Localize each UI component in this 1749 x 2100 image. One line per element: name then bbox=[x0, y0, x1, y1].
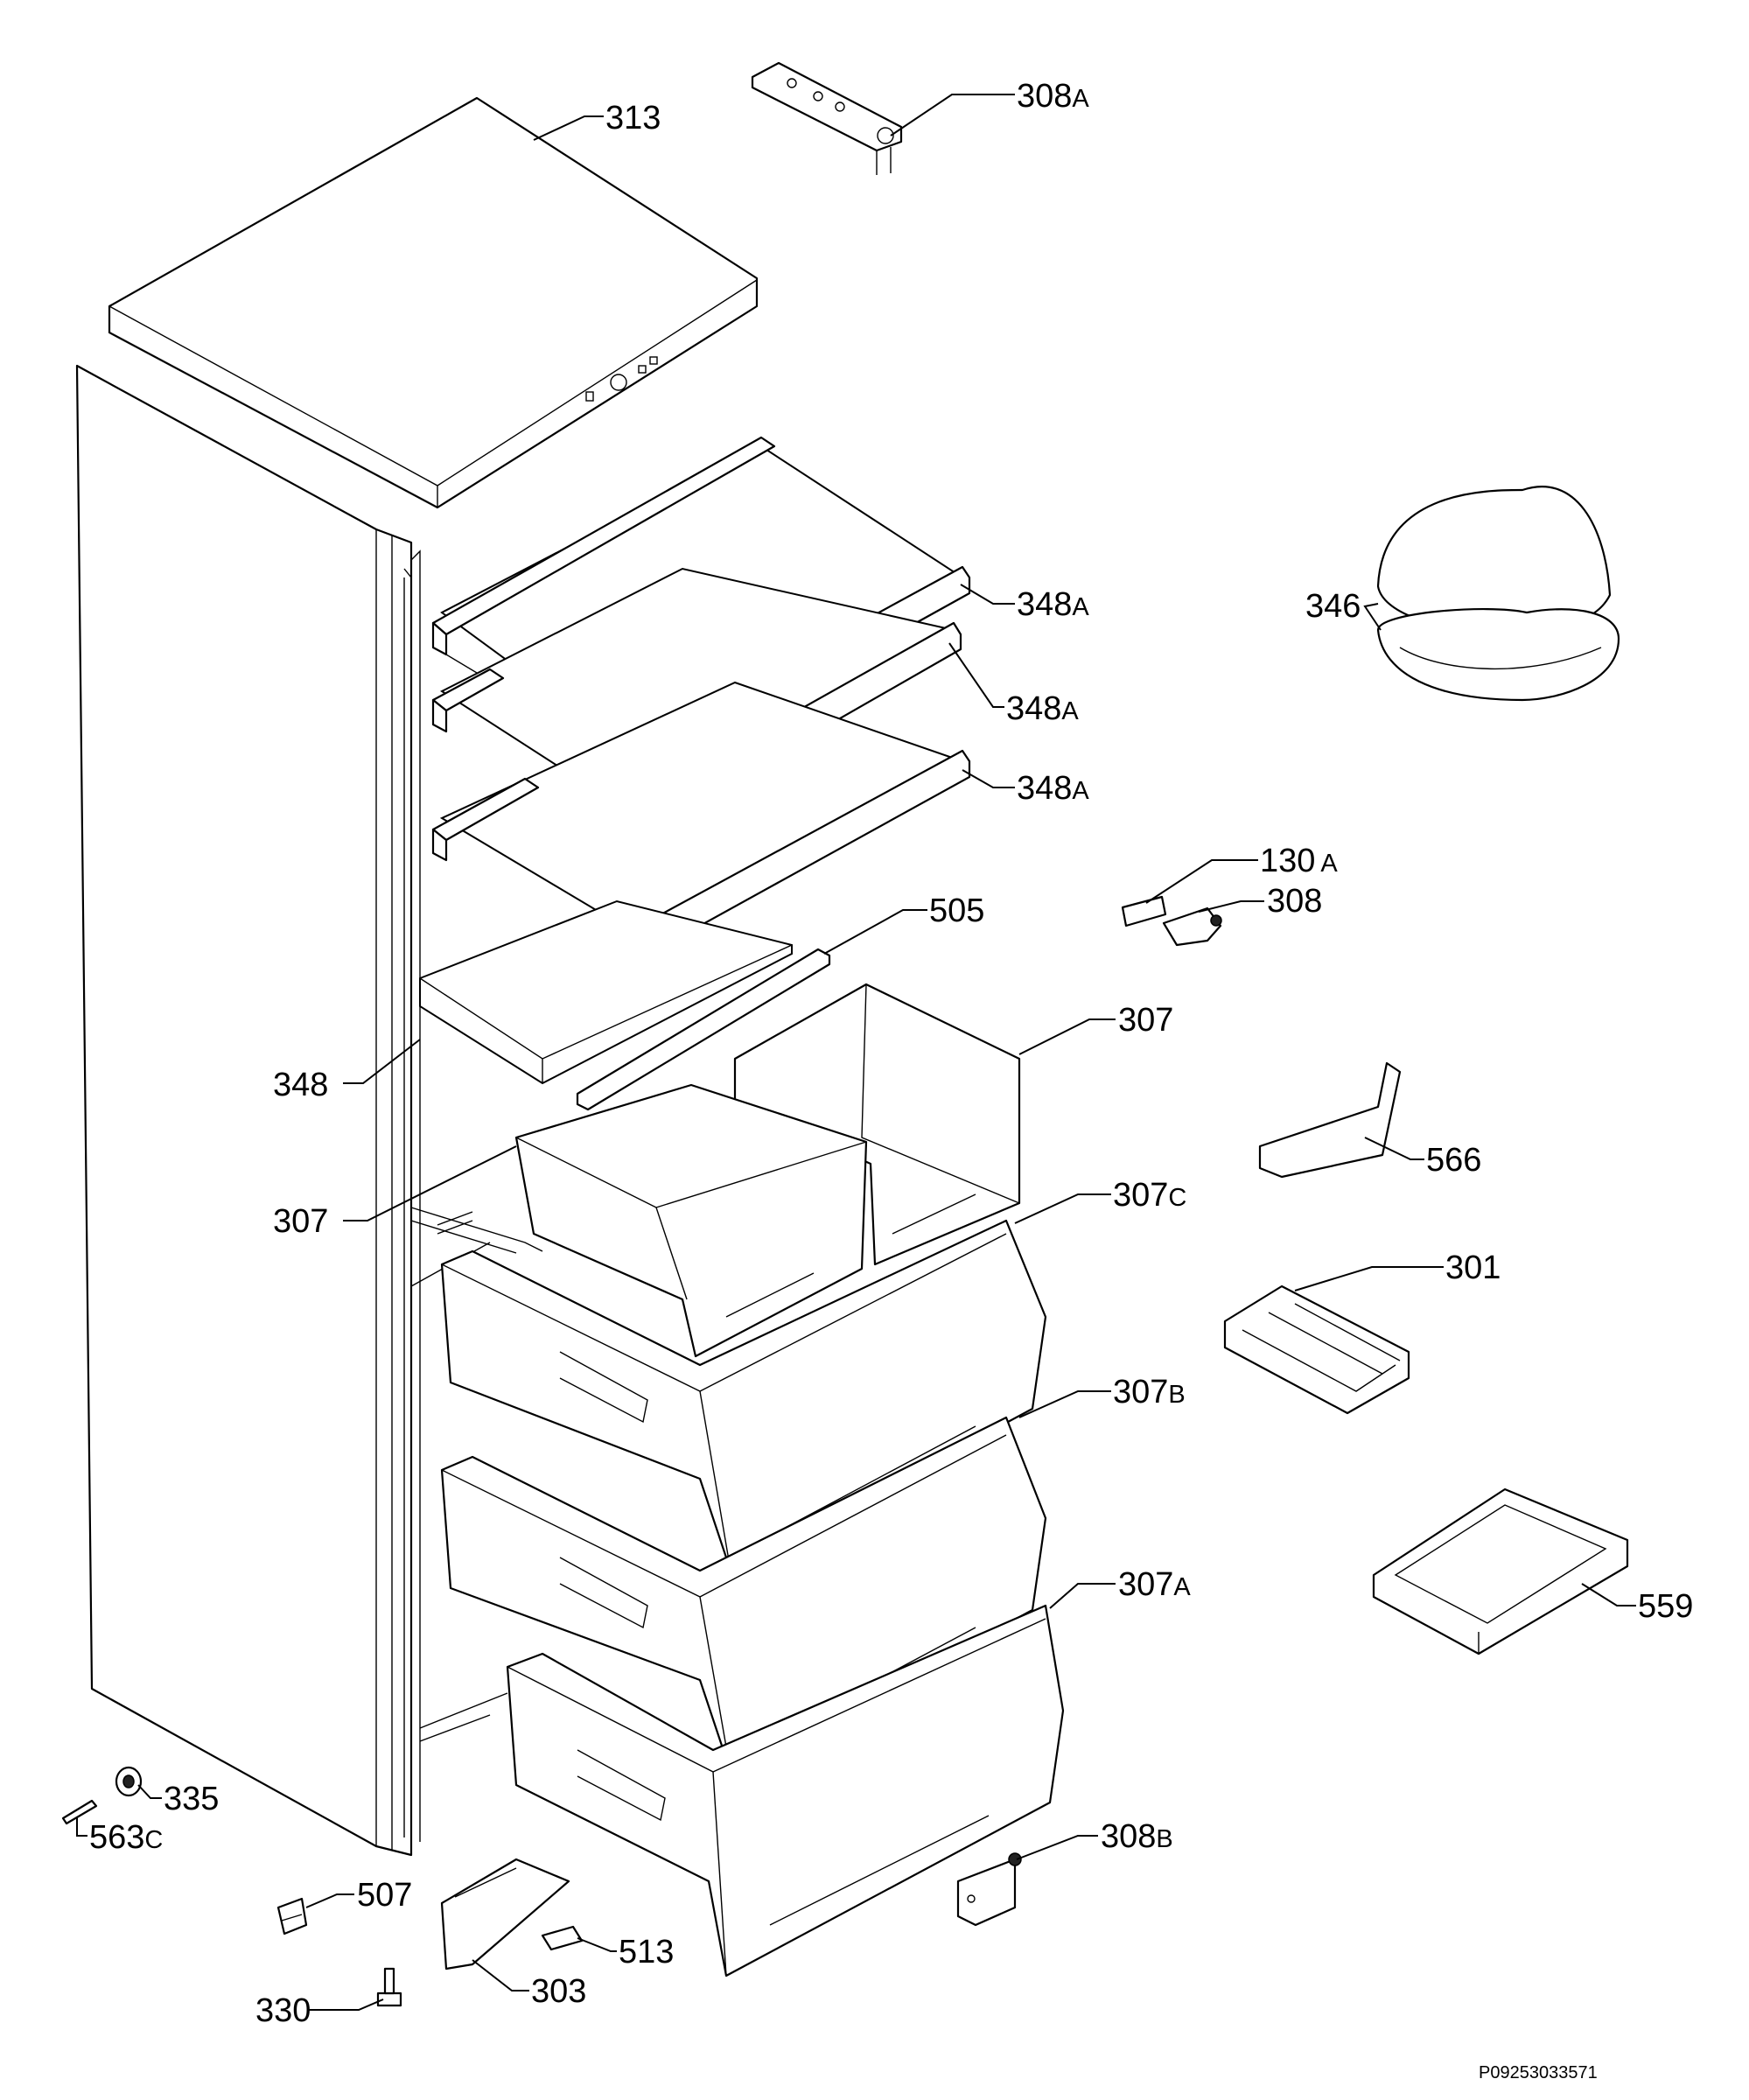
leader-346 bbox=[1363, 603, 1382, 631]
ice-tray-301 bbox=[1223, 1284, 1410, 1415]
label-307a: 307A bbox=[1118, 1566, 1191, 1603]
leader-348a-3 bbox=[962, 769, 1015, 788]
leader-513 bbox=[577, 1937, 617, 1952]
leader-348a-2 bbox=[948, 642, 1004, 708]
leader-130a bbox=[1145, 859, 1258, 904]
top-cover bbox=[108, 96, 759, 509]
label-307c: 307C bbox=[1113, 1177, 1186, 1214]
cold-accumulator-559 bbox=[1372, 1488, 1629, 1656]
tab-513 bbox=[541, 1925, 584, 1951]
glass-shelf-348 bbox=[419, 900, 793, 1085]
top-hinge-bar bbox=[751, 61, 903, 175]
label-303: 303 bbox=[531, 1973, 586, 2010]
label-566: 566 bbox=[1426, 1142, 1481, 1179]
leader-507 bbox=[305, 1894, 354, 1908]
label-348a-2: 348A bbox=[1006, 690, 1079, 727]
hinge-cover-130a bbox=[1121, 895, 1167, 928]
label-348: 348 bbox=[273, 1067, 328, 1103]
leader-559 bbox=[1581, 1583, 1636, 1606]
leader-335 bbox=[137, 1784, 162, 1799]
leader-308a bbox=[890, 94, 1015, 136]
leader-307a bbox=[1049, 1583, 1116, 1609]
label-307b: 307B bbox=[1113, 1374, 1186, 1410]
shelf-348a-bottom bbox=[431, 681, 971, 956]
ice-scraper-566 bbox=[1258, 1061, 1402, 1179]
leader-313 bbox=[533, 116, 604, 141]
label-513: 513 bbox=[619, 1934, 674, 1970]
label-308b: 308B bbox=[1101, 1818, 1173, 1855]
label-330: 330 bbox=[255, 1992, 311, 2029]
crisper-drawer-left bbox=[514, 1083, 868, 1358]
label-313: 313 bbox=[605, 100, 661, 136]
clip-507 bbox=[276, 1897, 308, 1936]
leader-301 bbox=[1294, 1266, 1444, 1292]
leader-308 bbox=[1198, 900, 1264, 913]
kickplate-303 bbox=[440, 1858, 570, 1970]
freezer-drawer-307c bbox=[440, 1219, 1047, 1572]
label-346: 346 bbox=[1305, 588, 1361, 625]
label-348a-3: 348A bbox=[1017, 770, 1089, 807]
leader-348a-1 bbox=[960, 584, 1015, 605]
door-hinge-308 bbox=[1162, 906, 1222, 947]
leader-307b bbox=[1018, 1390, 1111, 1418]
leader-505 bbox=[823, 909, 927, 955]
label-507: 507 bbox=[357, 1877, 412, 1914]
leader-307-left bbox=[343, 1145, 517, 1222]
front-strip-505 bbox=[576, 948, 831, 1111]
lower-hinge-308b bbox=[956, 1852, 1022, 1927]
label-563c: 563C bbox=[89, 1819, 163, 1856]
cabinet-body bbox=[75, 364, 543, 1857]
label-559: 559 bbox=[1638, 1588, 1693, 1625]
pin-563c bbox=[61, 1799, 98, 1825]
label-335: 335 bbox=[164, 1781, 219, 1817]
label-307-left: 307 bbox=[273, 1203, 328, 1240]
label-505: 505 bbox=[929, 892, 984, 929]
leader-303 bbox=[472, 1959, 529, 1992]
label-307-right: 307 bbox=[1118, 1002, 1173, 1039]
leader-563c bbox=[76, 1816, 87, 1837]
foot-335 bbox=[115, 1766, 143, 1797]
leader-348 bbox=[343, 1039, 421, 1084]
leader-307-right bbox=[1018, 1018, 1116, 1055]
leader-330 bbox=[309, 1998, 384, 2011]
label-308a: 308A bbox=[1017, 78, 1089, 115]
drawing-code: P09253033571 bbox=[1479, 2063, 1598, 2082]
leader-307c bbox=[1014, 1194, 1111, 1224]
container-346 bbox=[1376, 486, 1620, 702]
leader-308b bbox=[1016, 1835, 1098, 1860]
label-308: 308 bbox=[1267, 883, 1322, 920]
leader-566 bbox=[1364, 1137, 1424, 1160]
label-348a-1: 348A bbox=[1017, 586, 1089, 623]
freezer-drawer-307a bbox=[506, 1604, 1065, 1978]
label-301: 301 bbox=[1445, 1250, 1501, 1286]
